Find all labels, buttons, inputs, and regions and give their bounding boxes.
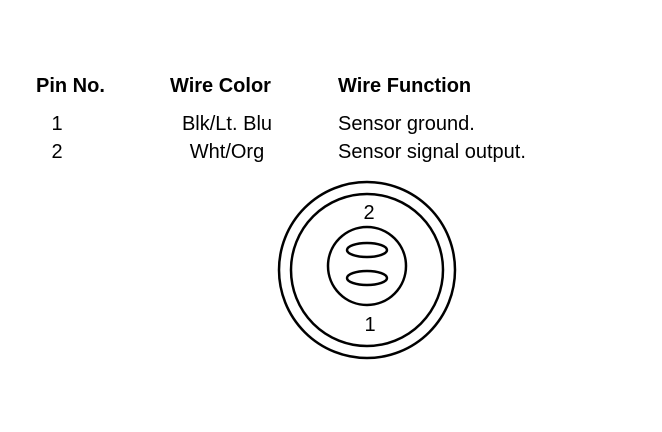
- pin-1-label: 1: [364, 314, 375, 336]
- connector-diagram: 2 1: [277, 180, 457, 360]
- connector-inner-ring: [289, 192, 445, 348]
- row-2-pin: 2: [51, 141, 63, 163]
- row-1-pin: 1: [51, 113, 63, 135]
- header-wire-function: Wire Function: [338, 75, 472, 97]
- row-1-wire-function: Sensor ground.: [338, 113, 475, 135]
- row-2-wire-function: Sensor signal output.: [338, 141, 526, 163]
- row-1-wire-color: Blk/Lt. Blu: [181, 113, 273, 135]
- pin-2-label: 2: [363, 202, 374, 224]
- header-pin-no: Pin No.: [36, 75, 105, 97]
- connector-outer-ring: [277, 180, 457, 360]
- pin-2-terminal: [345, 241, 389, 259]
- header-wire-color: Wire Color: [170, 75, 271, 97]
- pin-table: Pin No. Wire Color Wire Function 1 Blk/L…: [0, 0, 662, 180]
- row-2-wire-color: Wht/Org: [189, 141, 265, 163]
- connector-socket: [326, 225, 408, 307]
- pin-1-terminal: [345, 269, 389, 287]
